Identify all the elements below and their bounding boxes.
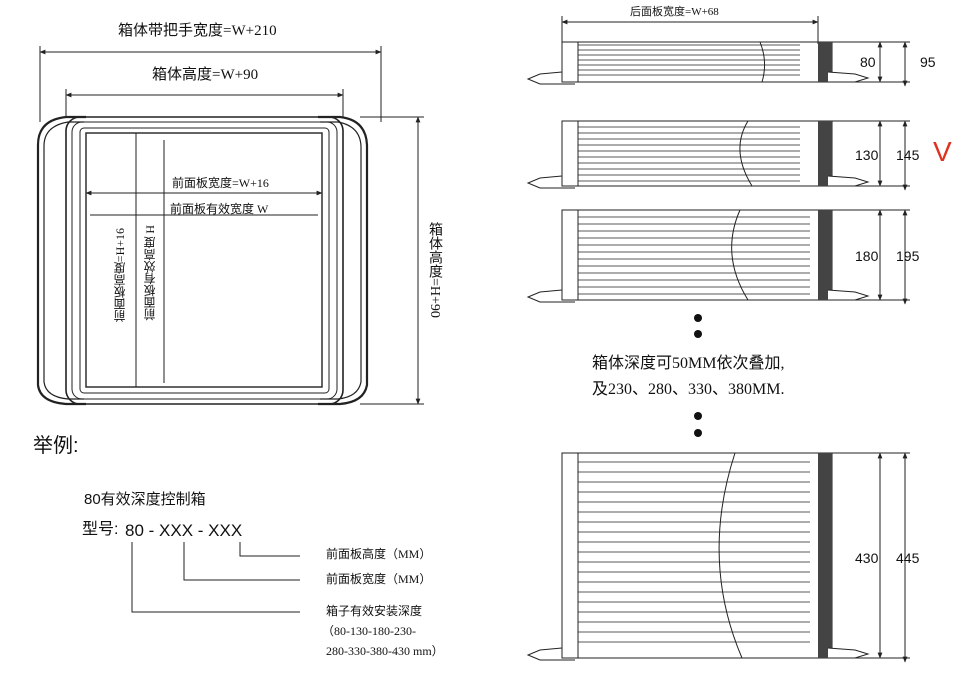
example-leaders — [131, 542, 300, 613]
model-code: 80 - XXX - XXX — [125, 521, 243, 540]
selected-check-mark: V — [933, 136, 952, 167]
example-subtitle: 80有效深度控制箱 — [84, 491, 206, 508]
panel-eff-height-label: 前面板有效高度 H — [143, 225, 157, 321]
front-panel — [85, 132, 323, 388]
ellipsis-dot — [694, 412, 702, 420]
rear-width-label: 后面板宽度=W+68 — [630, 6, 719, 18]
side-box-430 — [526, 452, 870, 661]
box-outer-frame — [65, 116, 344, 405]
stack-note-line1: 箱体深度可50MM依次叠加, — [592, 355, 785, 372]
legend-depth-values-2: 280-330-380-430 mm） — [326, 644, 444, 658]
depth-outer-95: 95 — [920, 54, 936, 70]
model-label: 型号: — [82, 521, 119, 538]
right-handle — [318, 115, 369, 406]
handle-width-label: 箱体带把手宽度=W+210 — [118, 23, 277, 39]
box-width-label: 箱体高度=W+90 — [152, 67, 259, 83]
ellipsis-dot — [694, 314, 702, 322]
side-box-180 — [526, 209, 870, 303]
depth-outer-195: 195 — [896, 248, 920, 264]
side-box-130 — [526, 120, 870, 189]
depth-inner-180: 180 — [855, 248, 879, 264]
depth-outer-445: 445 — [896, 550, 920, 566]
depth-dims — [832, 41, 910, 663]
panel-width-label: 前面板宽度=W+16 — [172, 176, 269, 190]
front-view — [36, 46, 424, 406]
depth-inner-130: 130 — [855, 147, 879, 163]
depth-inner-80: 80 — [860, 54, 876, 70]
depth-inner-430: 430 — [855, 550, 879, 566]
side-views — [526, 16, 910, 663]
ellipsis-dot — [694, 429, 702, 437]
legend-depth-values-1: （80-130-180-230- — [322, 624, 416, 638]
depth-outer-145: 145 — [896, 147, 920, 163]
legend-depth: 箱子有效安装深度 — [326, 604, 423, 618]
panel-eff-width-label: 前面板有效宽度 W — [170, 202, 269, 216]
stack-note-line2: 及230、280、330、380MM. — [592, 381, 785, 398]
side-box-80 — [526, 41, 870, 85]
example-title: 举例: — [33, 435, 79, 457]
legend-width: 前面板宽度（MM） — [326, 572, 432, 586]
left-handle — [36, 115, 86, 406]
panel-height-label: 前面板高度=H+16 — [113, 228, 127, 323]
ellipsis-dot — [694, 330, 702, 338]
legend-height: 前面板高度（MM） — [326, 547, 432, 561]
box-height-label: 箱体高度=H+90 — [427, 222, 442, 318]
